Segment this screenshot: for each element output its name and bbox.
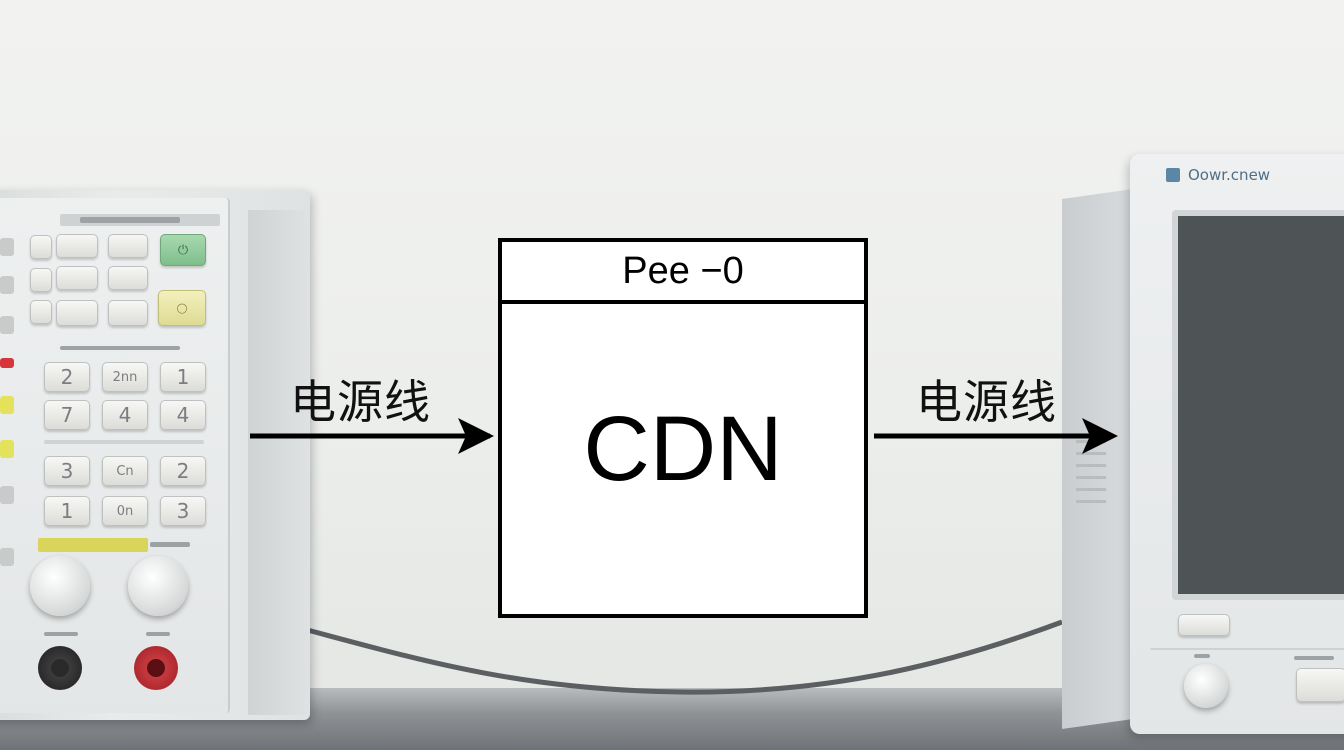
keypad-key[interactable]: 2: [44, 362, 90, 392]
voltage-knob[interactable]: [30, 556, 90, 616]
function-key[interactable]: [108, 300, 148, 326]
keypad-key[interactable]: 3: [160, 496, 206, 526]
block-header: Pee −0: [502, 242, 864, 304]
jack-label-mark: [146, 632, 170, 636]
monitor-screen: [1172, 210, 1344, 600]
red-terminal-socket: [147, 659, 165, 677]
vent-slot: [1076, 464, 1106, 467]
input-cable-label: 电源线: [290, 375, 431, 429]
keypad-key[interactable]: 0n: [102, 496, 148, 526]
red-indicator-button[interactable]: [0, 358, 14, 368]
monitor-knob[interactable]: [1184, 664, 1228, 708]
input-arrowhead: [458, 418, 494, 454]
yellow-side-button[interactable]: [0, 440, 14, 458]
side-button[interactable]: [0, 486, 14, 504]
side-button[interactable]: [0, 276, 14, 294]
keypad-key[interactable]: 7: [44, 400, 90, 430]
small-key[interactable]: [30, 268, 52, 292]
monitor-button[interactable]: [1178, 614, 1230, 636]
yellow-output-key[interactable]: ○: [158, 290, 206, 326]
black-terminal-socket: [51, 659, 69, 677]
function-key[interactable]: [56, 300, 98, 326]
keypad-key[interactable]: 2: [160, 456, 206, 486]
green-power-key[interactable]: ⏻: [160, 234, 206, 266]
panel-label-text-mark: [80, 217, 180, 223]
side-button[interactable]: [0, 548, 14, 566]
monitor-divider: [1150, 648, 1344, 650]
keypad-key[interactable]: 4: [102, 400, 148, 430]
keypad-key[interactable]: Cn: [102, 456, 148, 486]
small-key[interactable]: [30, 235, 52, 259]
keypad-key[interactable]: 3: [44, 456, 90, 486]
function-key[interactable]: [108, 234, 148, 258]
function-key[interactable]: [56, 234, 98, 258]
vent-slot: [1076, 476, 1106, 479]
keypad-key[interactable]: 1: [44, 496, 90, 526]
block-label: CDN: [583, 397, 783, 500]
vent-slot: [1076, 488, 1106, 491]
keypad-key[interactable]: 4: [160, 400, 206, 430]
vent-slot: [1076, 452, 1106, 455]
vent-slot: [1076, 500, 1106, 503]
keypad-key[interactable]: 2nn: [102, 362, 148, 392]
yellow-side-button[interactable]: [0, 396, 14, 414]
output-cable-label: 电源线: [916, 375, 1057, 429]
cdn-block: Pee −0 CDN: [498, 238, 868, 618]
red-terminal-jack[interactable]: [134, 646, 178, 690]
function-key[interactable]: [108, 266, 148, 290]
brand-label-strip: [38, 538, 148, 552]
panel-label-mark: [150, 542, 190, 547]
power-supply-side-panel: [248, 210, 310, 715]
monitor-brand-text: Oowr.cnew: [1188, 166, 1271, 184]
monitor-key[interactable]: [1296, 668, 1344, 702]
button-label-mark: [1294, 656, 1334, 660]
knob-label-mark: [1194, 654, 1210, 658]
current-knob[interactable]: [128, 556, 188, 616]
output-arrowhead: [1082, 418, 1118, 454]
side-button[interactable]: [0, 316, 14, 334]
side-button[interactable]: [0, 238, 14, 256]
black-terminal-jack[interactable]: [38, 646, 82, 690]
keypad-divider: [44, 440, 204, 444]
small-key[interactable]: [30, 300, 52, 324]
brand-logo-icon: [1166, 168, 1180, 182]
jack-label-mark: [44, 632, 78, 636]
keypad-key[interactable]: 1: [160, 362, 206, 392]
keypad-label-mark: [60, 346, 180, 350]
function-key[interactable]: [56, 266, 98, 290]
